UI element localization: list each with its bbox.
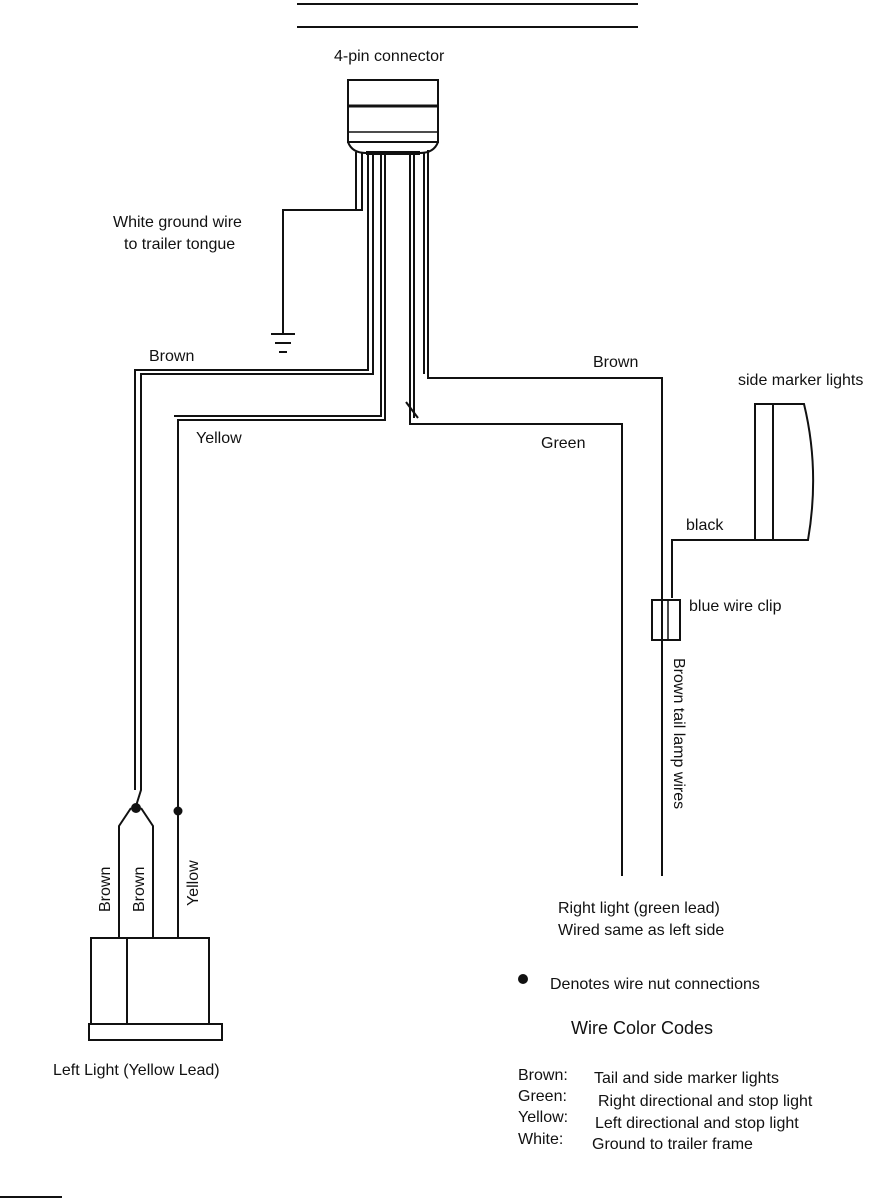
right-green-wire-label: Green	[541, 435, 585, 452]
side-marker-label: side marker lights	[738, 372, 863, 389]
left-brown-wire	[135, 152, 374, 807]
left-yellow-wire	[177, 152, 386, 808]
left-lead-label-brown-2: Brown	[131, 867, 148, 912]
legend-title: Wire Color Codes	[571, 1018, 713, 1038]
wire-nut-yellow	[173, 806, 183, 816]
right-light-label-line2: Wired same as left side	[558, 922, 724, 939]
wire-clip-label: blue wire clip	[689, 598, 782, 615]
wire-nut-brown	[131, 803, 141, 813]
black-wire	[671, 539, 755, 598]
brown-tail-lamp-label: Brown tail lamp wires	[670, 658, 687, 809]
left-yellow-wire-inner	[174, 152, 382, 417]
left-light-brown-lead-2	[140, 807, 154, 938]
left-lead-label-brown-1: Brown	[97, 867, 114, 912]
ground-wire-label-line1: White ground wire	[113, 214, 242, 231]
white-ground-wire	[282, 152, 363, 333]
wire-nut-note: Denotes wire nut connections	[550, 976, 760, 993]
legend-color-green: Green:	[518, 1088, 567, 1105]
left-yellow-wire-label: Yellow	[196, 430, 242, 447]
four-pin-connector	[347, 79, 439, 155]
legend-desc-green: Right directional and stop light	[598, 1093, 813, 1110]
blue-wire-clip	[651, 599, 681, 641]
legend-desc-white: Ground to trailer frame	[592, 1136, 753, 1153]
wire-nut-legend-icon	[518, 974, 528, 984]
left-light-label: Left Light (Yellow Lead)	[53, 1062, 220, 1079]
black-wire-label: black	[686, 517, 724, 534]
left-light-brown-lead-1	[118, 807, 132, 938]
left-lead-label-yellow: Yellow	[185, 860, 202, 906]
ground-symbol-icon	[271, 333, 295, 353]
left-brown-wire-label: Brown	[149, 348, 194, 365]
right-brown-wire-label: Brown	[593, 354, 638, 371]
legend-color-yellow: Yellow:	[518, 1109, 568, 1126]
legend-desc-yellow: Left directional and stop light	[595, 1115, 799, 1132]
right-green-wire	[409, 152, 623, 876]
ground-wire-label-line2: to trailer tongue	[124, 236, 235, 253]
legend-desc-brown: Tail and side marker lights	[594, 1070, 779, 1087]
legend-color-brown: Brown:	[518, 1067, 568, 1084]
connector-label: 4-pin connector	[334, 48, 445, 65]
left-light	[88, 937, 223, 1041]
side-marker-light	[754, 403, 815, 541]
left-brown-wire-inner	[134, 152, 369, 790]
right-brown-wire	[427, 150, 663, 876]
right-light-label-line1: Right light (green lead)	[558, 900, 720, 917]
legend-color-white: White:	[518, 1131, 563, 1148]
